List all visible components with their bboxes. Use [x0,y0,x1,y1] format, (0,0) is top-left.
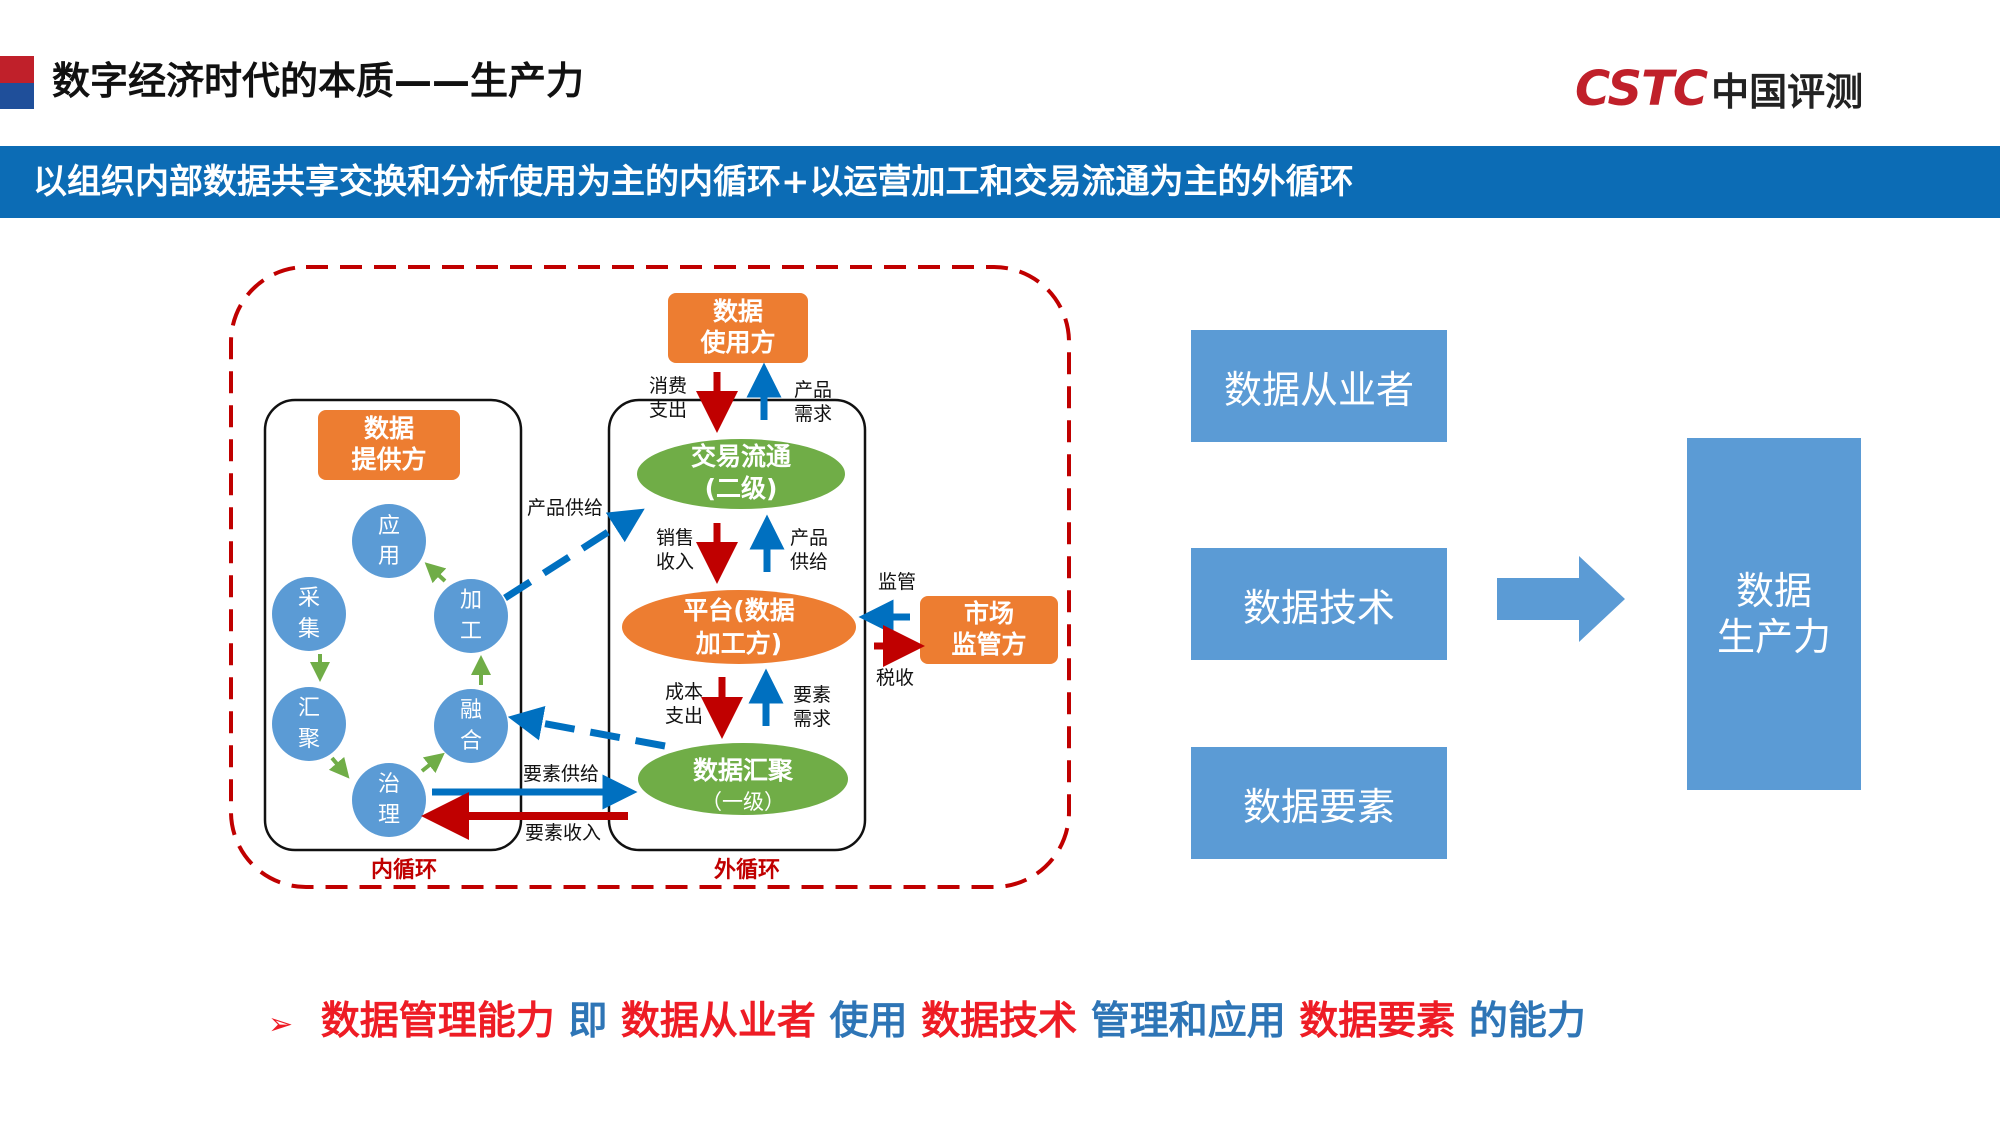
aggregate-node [272,687,346,761]
platform-ellipse [622,590,856,664]
platform-line2: 加工方) [695,629,782,658]
page-title: 数字经济时代的本质——生产力 [52,59,585,103]
fuse-line1: 融 [460,698,482,723]
data-productivity-line1: 数据 [1735,569,1812,613]
sales-income-label-1: 销售 [656,527,694,549]
trade-line1: 交易流通 [691,442,791,471]
data-elements-box: 数据要素 [1191,747,1447,859]
aggregate-line2: （一级） [701,790,785,814]
product-demand-label-2: 需求 [794,403,832,425]
cost-spend-label-1: 成本 [665,681,703,703]
statement-segment: 数据技术 [921,999,1078,1044]
data-practitioners-label: 数据从业者 [1223,367,1414,412]
title-accent-blue [0,83,34,109]
data-productivity-box: 数据 生产力 [1687,438,1861,790]
process-line1: 加 [460,588,482,613]
collect-line2: 集 [298,617,320,642]
right-arrow-icon [1497,556,1625,642]
banner-text: 以组织内部数据共享交换和分析使用为主的内循环+以运营加工和交易流通为主的外循环 [33,162,1354,202]
element-supply-label: 要素供给 [523,763,599,785]
data-elements-label: 数据要素 [1242,784,1395,829]
aggregate-node-line2: 聚 [298,727,320,752]
statement-segment: 即 [568,999,608,1044]
apply-node [352,504,426,578]
fuse-line2: 合 [460,729,482,754]
statement-segment: 管理和应用 [1090,999,1286,1044]
logo-latin: CSTC [1575,61,1708,117]
data-provider-line2: 提供方 [351,445,426,474]
market-supervisor-line2: 监管方 [951,630,1026,659]
data-user-box [668,293,808,363]
logo-chinese: 中国评测 [1711,70,1864,114]
subtitle-banner: 以组织内部数据共享交换和分析使用为主的内循环+以运营加工和交易流通为主的外循环 [0,146,2000,218]
ecosystem-dashed-boundary [229,265,1071,889]
product-supply-label: 产品供给 [527,497,603,519]
tax-label: 税收 [876,667,914,689]
bottom-statement: ➢ 数据管理能力 即 数据从业者 使用 数据技术 管理和应用 数据要素 的能力 [268,994,1586,1053]
trade-circulation-ellipse [637,439,845,509]
process-line2: 工 [460,619,482,644]
statement-segment: 的能力 [1468,999,1586,1044]
sales-income-label-2: 收入 [656,551,694,573]
bullet-icon: ➢ [268,1007,294,1042]
element-income-label: 要素收入 [525,822,601,844]
trade-line2: (二级) [705,474,778,503]
statement-segment: 数据要素 [1299,999,1456,1044]
aggregate-node-line1: 汇 [298,696,320,721]
consume-spend-label-2: 支出 [649,399,687,421]
data-technology-label: 数据技术 [1242,585,1395,630]
market-supervisor-line1: 市场 [964,599,1014,628]
data-user-line1: 数据 [713,297,763,326]
element-demand-label-1: 要素 [793,684,831,706]
element-demand-label-2: 需求 [793,708,831,730]
data-technology-box: 数据技术 [1191,548,1447,660]
product-supply-inner-label-2: 供给 [790,551,828,573]
aggregate-line1: 数据汇聚 [693,756,794,785]
product-demand-label-1: 产品 [794,379,832,401]
collect-line1: 采 [298,586,320,611]
market-supervisor-box [920,596,1058,664]
statement-segment: 数据从业者 [620,999,816,1044]
data-provider-line1: 数据 [364,414,414,443]
platform-line1: 平台(数据 [683,596,794,625]
product-supply-dashed-arrow [503,508,645,601]
collect-node [272,577,346,651]
govern-line1: 治 [378,772,400,797]
supervise-label: 监管 [878,571,916,593]
title-accent-red [0,56,34,83]
apply-line2: 用 [378,544,400,569]
data-user-line2: 使用方 [699,328,775,357]
govern-to-fuse-arrow [420,752,445,774]
data-aggregate-ellipse [638,743,848,815]
product-supply-inner-label-1: 产品 [790,527,828,549]
data-practitioners-box: 数据从业者 [1191,330,1447,442]
statement-segment: 使用 [829,999,908,1044]
statement-segment: 数据管理能力 [320,999,555,1044]
consume-spend-label-1: 消费 [649,375,687,397]
data-provider-box [318,410,460,480]
fuse-node [434,689,508,763]
outer-loop-label: 外循环 [714,857,780,883]
process-to-apply-arrow [424,562,447,584]
inner-loop-label: 内循环 [371,857,437,883]
process-node [434,579,508,653]
aggregate-to-govern-arrow [328,756,350,779]
data-productivity-line2: 生产力 [1716,615,1831,659]
govern-line2: 理 [378,803,400,828]
inner-loop-frame [263,398,523,852]
govern-node [352,763,426,837]
element-feedback-dashed-arrow [507,705,666,750]
cost-spend-label-2: 支出 [665,705,703,727]
apply-line1: 应 [378,514,400,539]
